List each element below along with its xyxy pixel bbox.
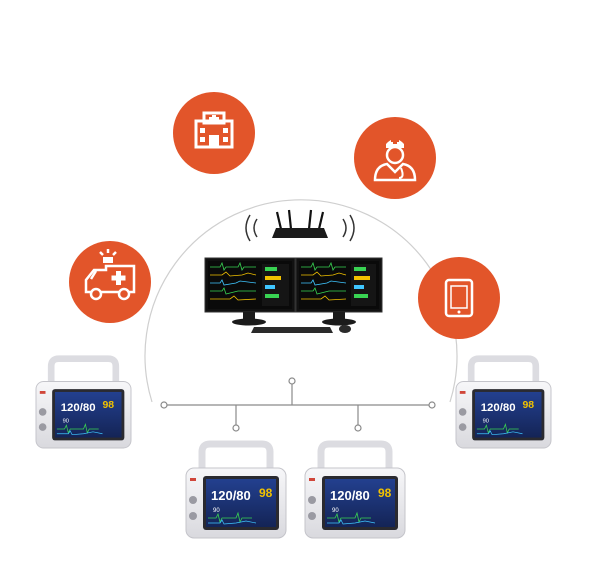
tablet-icon (418, 257, 500, 339)
hospital-icon (173, 92, 255, 174)
spo2-value: 98 (523, 400, 535, 411)
right-monitor-values (351, 264, 376, 306)
bp-value: 120/80 (330, 488, 370, 503)
left-monitor-values (262, 264, 289, 306)
doctor-icon (354, 117, 436, 199)
hr-value: 90 (213, 508, 220, 514)
keyboard (251, 327, 333, 333)
monitor-right: 120/80 98 90 (456, 359, 551, 448)
spo2-value: 98 (102, 400, 114, 411)
bp-value: 120/80 (61, 402, 96, 414)
hr-value: 90 (332, 508, 339, 514)
bp-value: 120/80 (211, 488, 251, 503)
monitor-left: 120/80 98 90 (36, 359, 131, 448)
hr-value: 90 (63, 418, 69, 424)
bus-node-left (160, 401, 168, 409)
network-bus (164, 383, 432, 428)
monitor-bottom-right: 120/80 98 90 (305, 444, 405, 538)
monitor-bottom-left: 120/80 98 90 (186, 444, 286, 538)
wifi-router-icon (245, 209, 355, 242)
central-station-monitors (204, 257, 383, 333)
bus-nodes (160, 377, 436, 432)
mouse (339, 325, 351, 333)
spo2-value: 98 (378, 486, 392, 500)
left-monitor-waveforms (210, 261, 257, 301)
bus-node-top (288, 377, 296, 385)
right-monitor-waveforms (301, 261, 347, 301)
bus-node-br (354, 424, 362, 432)
ambulance-icon (69, 241, 151, 323)
bus-node-right (428, 401, 436, 409)
hr-value: 90 (483, 418, 489, 424)
bp-value: 120/80 (481, 402, 516, 414)
spo2-value: 98 (259, 486, 273, 500)
bus-node-bl (232, 424, 240, 432)
